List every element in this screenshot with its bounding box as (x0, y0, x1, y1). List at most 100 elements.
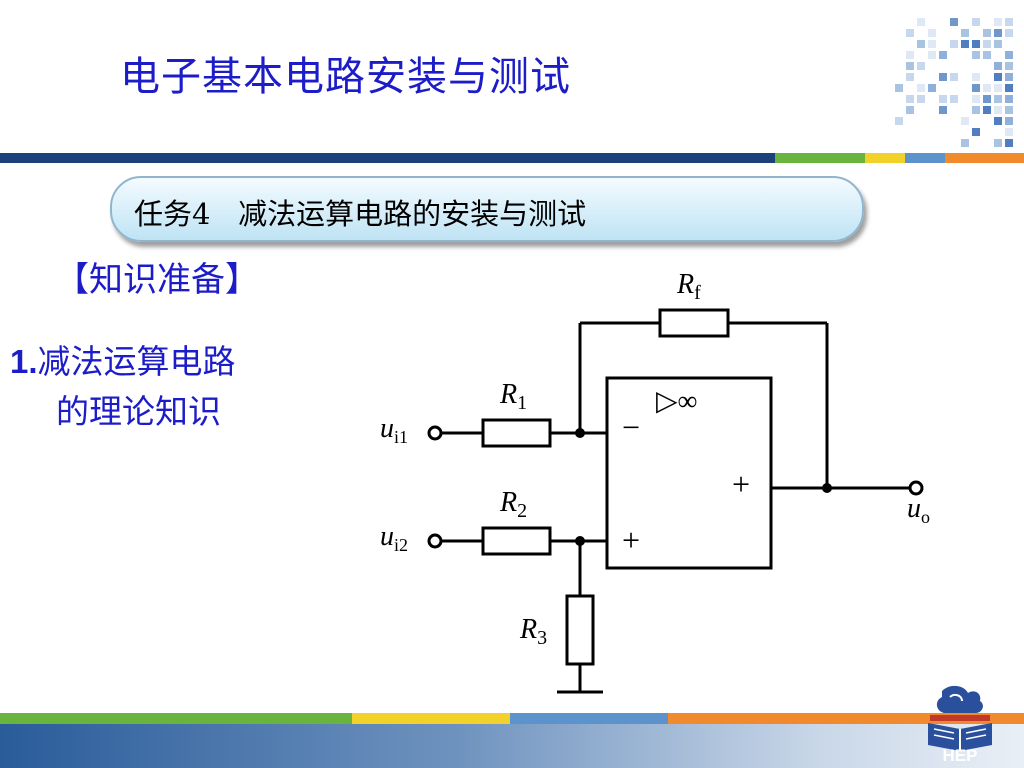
mosaic-square (1005, 95, 1013, 103)
mosaic-square (983, 106, 991, 114)
junction-output (822, 483, 832, 493)
mosaic-square (983, 40, 991, 48)
mosaic-square (961, 117, 969, 125)
mosaic-square (983, 29, 991, 37)
mosaic-square (972, 106, 980, 114)
mosaic-square (994, 84, 1002, 92)
mosaic-square (972, 95, 980, 103)
mosaic-square (994, 139, 1002, 147)
resistor-rf (658, 308, 730, 338)
mosaic-square (961, 29, 969, 37)
mosaic-square (917, 84, 925, 92)
resistor-r3 (565, 594, 595, 666)
label-r2: R2 (499, 487, 527, 522)
mosaic-square (994, 29, 1002, 37)
opamp-gain-symbol: ▷∞ (656, 386, 698, 417)
mosaic-square (939, 51, 947, 59)
opamp-noninverting-sign: + (622, 522, 640, 558)
label-uo: uo (907, 493, 930, 527)
resistor-r1 (481, 418, 552, 448)
mosaic-square (1005, 117, 1013, 125)
mosaic-square (1005, 139, 1013, 147)
terminal-ui1 (427, 425, 443, 441)
slide-title: 电子基本电路安装与测试 (120, 54, 571, 100)
mosaic-square (972, 84, 980, 92)
resistor-r2 (481, 526, 552, 556)
task-label: 任务4 减法运算电路的安装与测试 (134, 197, 587, 231)
mosaic-square (1005, 29, 1013, 37)
mosaic-square (1005, 51, 1013, 59)
mosaic-square (950, 73, 958, 81)
mosaic-square (928, 84, 936, 92)
section-heading: 【知识准备】 (55, 260, 259, 300)
mosaic-square (1005, 84, 1013, 92)
mosaic-square (994, 40, 1002, 48)
hep-logo-icon (928, 685, 992, 751)
item-title: 1.减法运算电路 的理论知识 (10, 337, 340, 437)
mosaic-square (895, 117, 903, 125)
opamp-output-sign: + (732, 466, 750, 502)
mosaic-square (950, 18, 958, 26)
task-banner: 任务4 减法运算电路的安装与测试 (110, 176, 864, 242)
mosaic-square (983, 51, 991, 59)
mosaic-square (1005, 128, 1013, 136)
label-rf: Rf (676, 269, 701, 304)
subtractor-circuit-diagram: Rf R1 R2 R3 ui1 ui2 uo ▷∞ − + + (380, 269, 930, 694)
item-title-line1: 减法运算电路 (37, 342, 236, 381)
mosaic-square (994, 95, 1002, 103)
mosaic-square (972, 40, 980, 48)
mosaic-square (928, 29, 936, 37)
mosaic-square (917, 62, 925, 70)
mosaic-square (939, 95, 947, 103)
mosaic-square (972, 51, 980, 59)
label-r1: R1 (499, 379, 527, 414)
mosaic-square (1005, 62, 1013, 70)
mosaic-square (906, 106, 914, 114)
mosaic-square (994, 18, 1002, 26)
mosaic-square (939, 73, 947, 81)
mosaic-square (994, 106, 1002, 114)
mosaic-square (1005, 73, 1013, 81)
opamp-inverting-sign: − (622, 409, 640, 445)
mosaic-square (917, 40, 925, 48)
item-number: 1. (10, 343, 38, 380)
mosaic-square (983, 95, 991, 103)
mosaic-square (961, 139, 969, 147)
mosaic-square (906, 29, 914, 37)
mosaic-square (917, 95, 925, 103)
terminal-ui2 (427, 533, 443, 549)
hep-logo-text: HEP (942, 746, 978, 765)
mosaic-square (972, 73, 980, 81)
mosaic-square (928, 51, 936, 59)
mosaic-square (939, 106, 947, 114)
label-r3: R3 (519, 614, 547, 649)
top-color-stripe (0, 153, 1024, 163)
junction-r2 (575, 536, 585, 546)
mosaic-square (906, 95, 914, 103)
mosaic-square (906, 51, 914, 59)
label-ui2: ui2 (380, 521, 408, 555)
mosaic-square (950, 95, 958, 103)
mosaic-square (994, 117, 1002, 125)
mosaic-square (1005, 106, 1013, 114)
label-ui1: ui1 (380, 413, 408, 447)
mosaic-square (994, 62, 1002, 70)
mosaic-square (917, 18, 925, 26)
mosaic-square (928, 40, 936, 48)
junction-r1 (575, 428, 585, 438)
mosaic-square (906, 73, 914, 81)
mosaic-square (906, 62, 914, 70)
terminal-uo (908, 480, 924, 496)
mosaic-square (983, 84, 991, 92)
opamp-box (605, 376, 773, 570)
mosaic-square (895, 84, 903, 92)
mosaic-square (972, 128, 980, 136)
mosaic-square (950, 40, 958, 48)
mosaic-square (994, 73, 1002, 81)
mosaic-square (1005, 18, 1013, 26)
mosaic-square (972, 18, 980, 26)
bottom-color-band (0, 713, 1024, 768)
item-title-line2: 的理论知识 (56, 392, 221, 431)
decorative-mosaic (895, 18, 1020, 150)
mosaic-square (961, 40, 969, 48)
